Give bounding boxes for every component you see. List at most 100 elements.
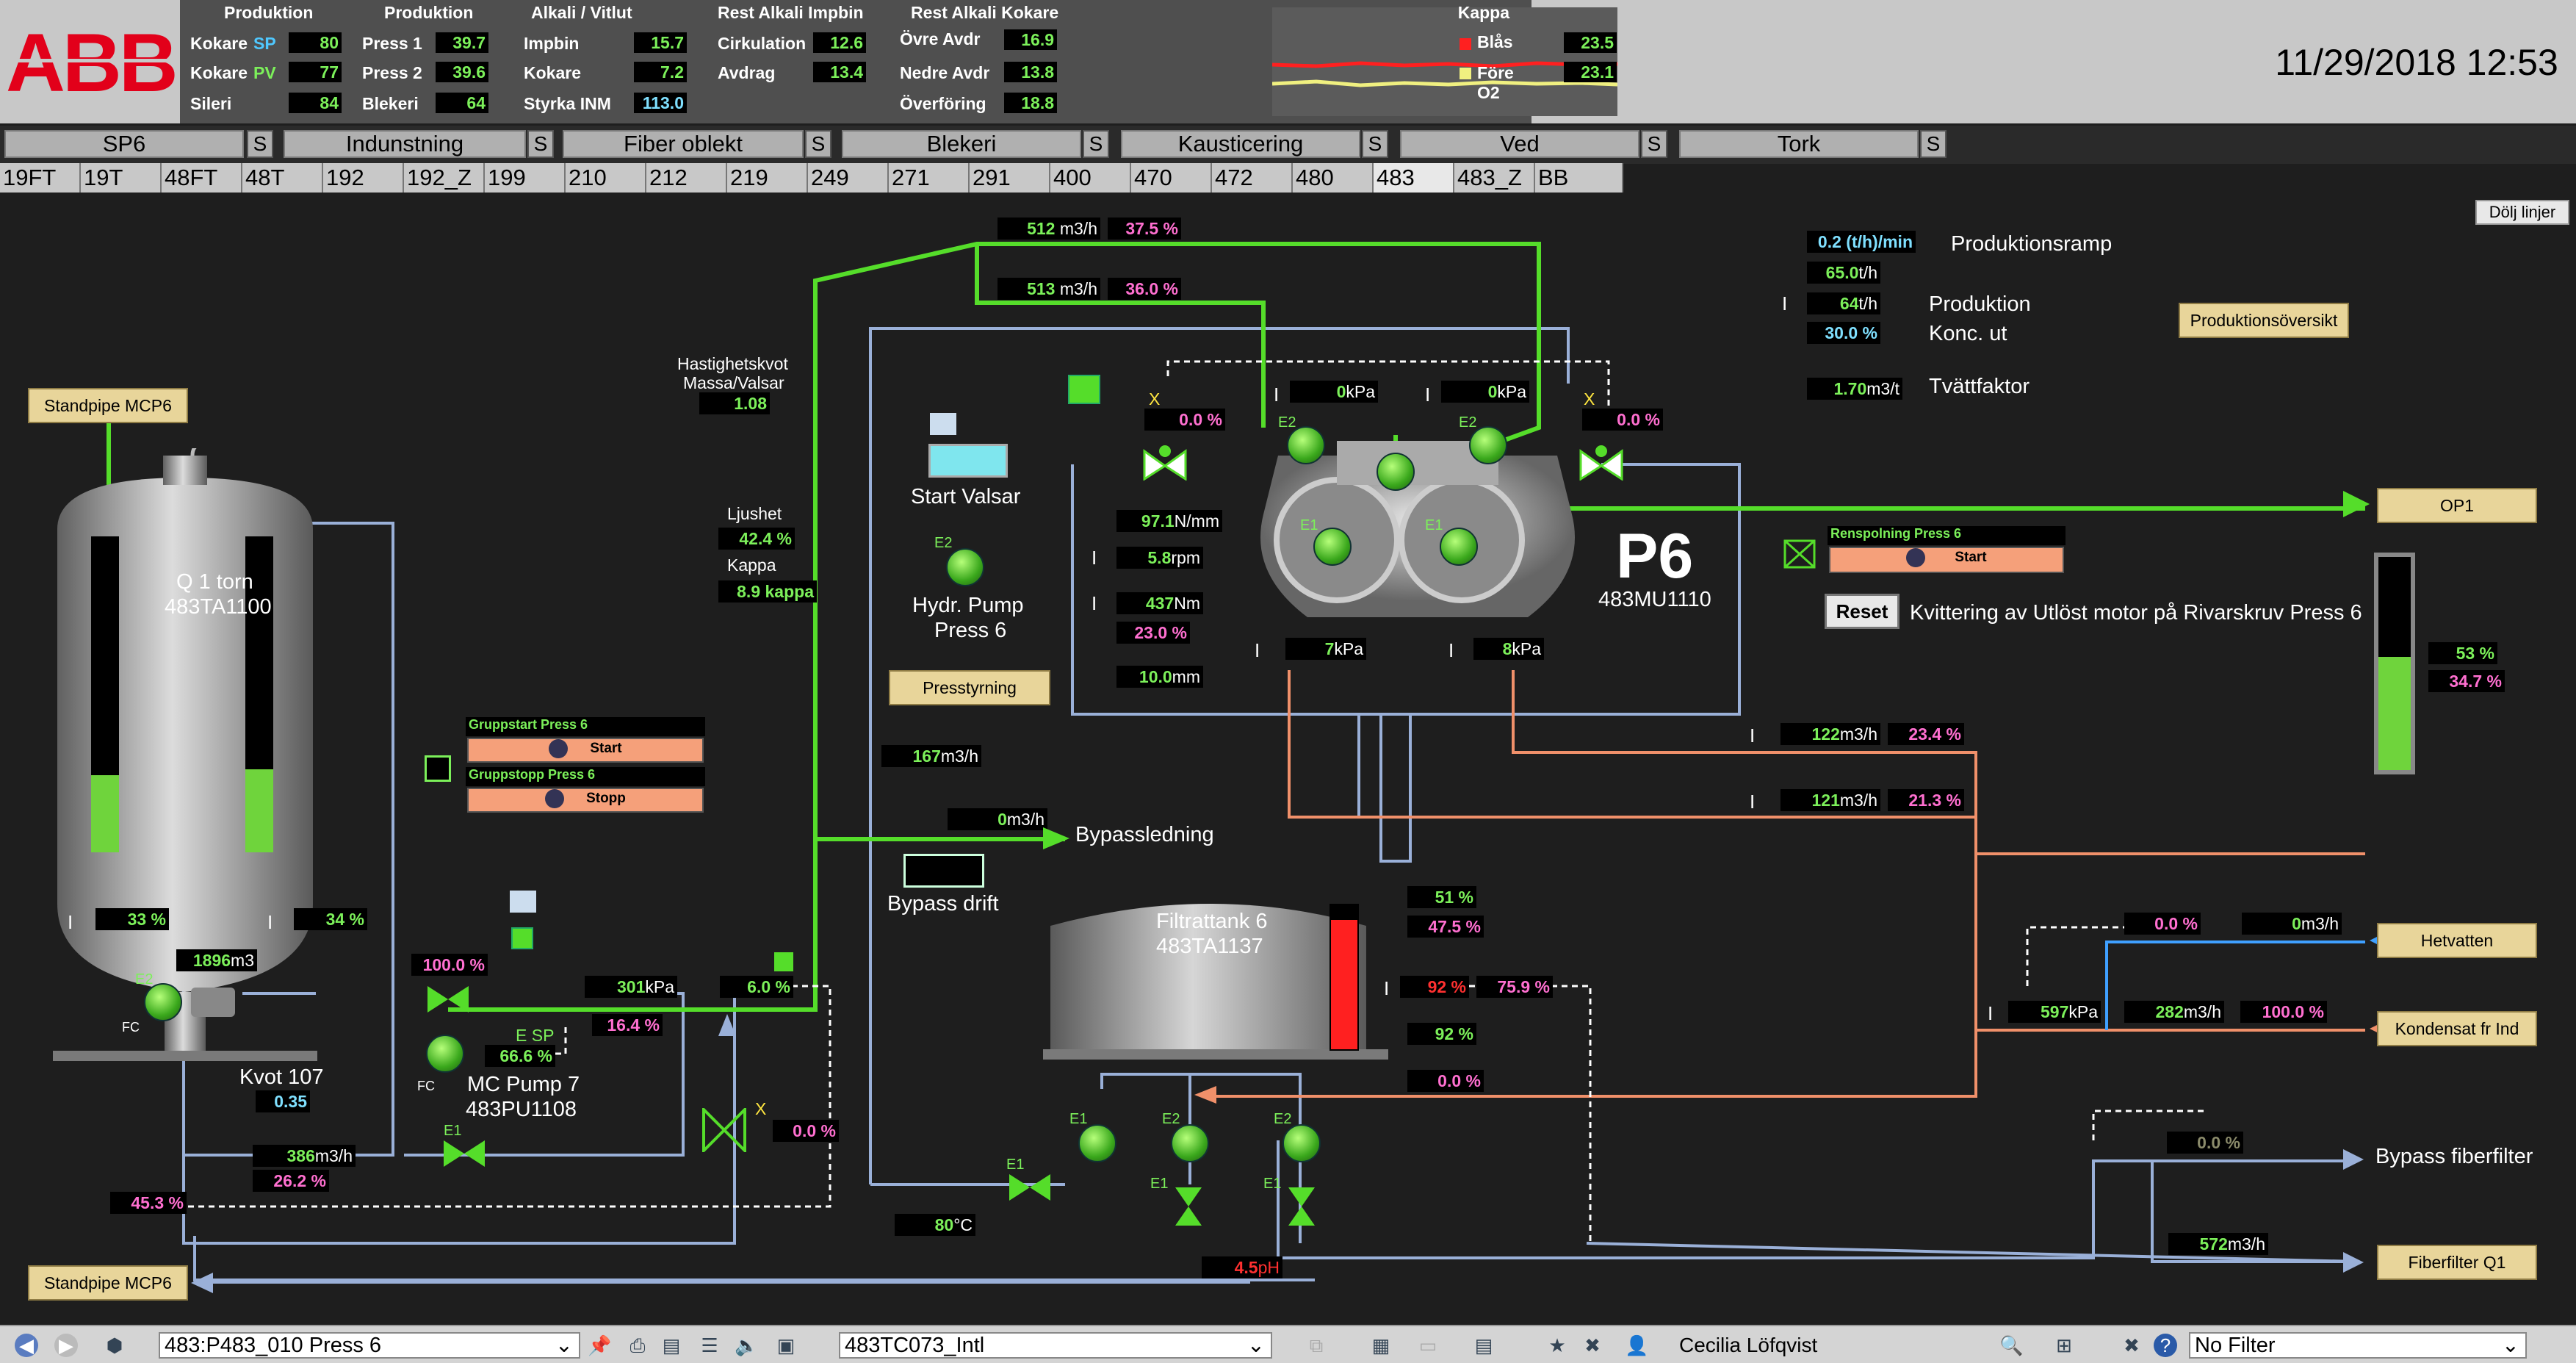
controller-icon[interactable] [510,891,536,913]
filter-selector[interactable]: No Filter⌄ [2189,1332,2527,1359]
bypass-drift-indicator[interactable] [903,854,984,888]
chart-icon[interactable]: ▭ [1418,1334,1437,1356]
nav-fiber-oblekt[interactable]: Fiber oblekt [563,130,804,158]
hydr-pump-icon[interactable] [946,548,984,586]
press-pump-e2-right[interactable] [1469,426,1507,464]
list-icon[interactable]: ☰ [701,1334,718,1356]
production-overview-button[interactable]: Produktionsöversikt [2179,303,2349,338]
hide-lines-button[interactable]: Dölj linjer [2475,200,2569,225]
valve-left-icon[interactable] [1143,444,1187,481]
filtrat-pump-3[interactable] [1282,1124,1321,1162]
nav-indunstning-s[interactable]: S [527,130,554,158]
nav-ved-s[interactable]: S [1641,130,1667,158]
tab[interactable]: 400 [1050,163,1131,193]
agitator-motor[interactable] [191,988,235,1017]
filtrattank-6[interactable] [1043,882,1388,1065]
valve-icon[interactable] [1008,1173,1052,1202]
tool-icon[interactable]: ⧉ [1309,1334,1324,1356]
valve-icon[interactable] [1287,1186,1316,1227]
nav-indunstning[interactable]: Indunstning [284,130,526,158]
tab[interactable]: 470 [1131,163,1212,193]
status-indicator[interactable] [511,927,533,949]
presstyrning-button[interactable]: Presstyrning [889,670,1050,705]
hetvatten-button[interactable]: Hetvatten [2377,923,2537,958]
press-roll-motor-right[interactable] [1440,528,1478,566]
tower-pump[interactable] [144,983,182,1021]
op1-button[interactable]: OP1 [2377,488,2537,523]
valve-right-icon[interactable] [1579,444,1623,481]
search-icon[interactable]: 🔍 [1999,1334,2024,1356]
nav-tork-s[interactable]: S [1920,130,1947,158]
star-icon[interactable]: ★ [1548,1334,1566,1356]
tab[interactable]: 48T [242,163,323,193]
tab[interactable]: 480 [1293,163,1374,193]
close-window-icon[interactable]: ✖ [1584,1334,1601,1356]
group-start-button[interactable]: Start [467,738,704,763]
filter-toggle-icon[interactable]: ⊞ [2056,1334,2072,1356]
tab-active[interactable]: 483 [1374,163,1454,193]
filtrat-pump-1[interactable] [1078,1124,1116,1162]
status-indicator[interactable] [774,952,793,971]
aspect-icon[interactable]: ▣ [776,1334,795,1356]
mc-valve-icon[interactable] [426,985,470,1014]
nav-sp6[interactable]: SP6 [4,130,244,158]
renspolning-start-button[interactable]: Start [1829,547,2064,573]
forward-icon[interactable]: ▶ [54,1334,78,1357]
valve-indicator-icon[interactable] [1783,539,1816,569]
pin-icon[interactable]: 📌 [588,1334,612,1356]
tab[interactable]: 291 [970,163,1050,193]
group-stop-button[interactable]: Stopp [467,788,704,813]
mc-pump-icon[interactable] [426,1035,464,1073]
nav-kausticering-s[interactable]: S [1362,130,1388,158]
tab[interactable]: 219 [727,163,808,193]
tab[interactable]: 199 [485,163,566,193]
nav-blekeri[interactable]: Blekeri [842,130,1081,158]
table-icon[interactable]: ▦ [1371,1334,1390,1356]
sound-icon[interactable]: 🔈 [735,1334,759,1356]
control-valve-icon[interactable] [702,1108,746,1152]
print-icon[interactable]: ⎙ [629,1334,646,1356]
tab[interactable]: 483_Z [1454,163,1535,193]
tab[interactable]: 19T [81,163,162,193]
tab[interactable]: 249 [808,163,889,193]
filtrat-pump-2[interactable] [1171,1124,1209,1162]
loop-selector[interactable]: 483:P483_010 Press 6⌄ [159,1332,580,1359]
back-icon[interactable]: ◀ [15,1334,38,1357]
tab[interactable]: 19FT [0,163,81,193]
press-pump-e2-left[interactable] [1287,426,1325,464]
tab[interactable]: BB [1535,163,1623,193]
kondensat-button[interactable]: Kondensat fr Ind [2377,1011,2537,1046]
nav-tork[interactable]: Tork [1679,130,1919,158]
preview-icon[interactable]: ▤ [662,1334,681,1356]
tab[interactable]: 472 [1212,163,1293,193]
object-icon[interactable]: ⬢ [106,1334,123,1356]
tab[interactable]: 192 [323,163,404,193]
clear-filter-icon[interactable]: ✖ [2124,1334,2140,1356]
status-indicator[interactable] [1068,375,1100,404]
status-box[interactable] [425,755,451,782]
help-icon[interactable]: ? [2154,1334,2177,1357]
q1-tower[interactable] [53,448,391,1065]
layout-icon[interactable]: ▤ [1474,1334,1493,1356]
tab[interactable]: 271 [889,163,970,193]
user-icon[interactable]: 👤 [1625,1334,1649,1356]
controller-icon[interactable] [930,413,956,435]
tab[interactable]: 48FT [162,163,242,193]
nav-sp6-s[interactable]: S [247,130,273,158]
nav-blekeri-s[interactable]: S [1083,130,1109,158]
press-roll-motor-left[interactable] [1313,528,1352,566]
valve-e1-icon[interactable] [442,1139,486,1168]
standpipe-mcp6-top-button[interactable]: Standpipe MCP6 [28,388,188,423]
tab[interactable]: 192_Z [404,163,485,193]
press-pump-center[interactable] [1377,453,1415,491]
reset-button[interactable]: Reset [1825,594,1899,629]
valve-icon[interactable] [1174,1186,1203,1227]
tab[interactable]: 210 [566,163,646,193]
fiberfilter-q1-button[interactable]: Fiberfilter Q1 [2377,1245,2537,1280]
standpipe-mcp6-bottom-button[interactable]: Standpipe MCP6 [28,1265,188,1301]
tab[interactable]: 212 [646,163,727,193]
kappa-trend[interactable] [1271,7,1618,116]
nav-fiber-oblekt-s[interactable]: S [805,130,831,158]
nav-kausticering[interactable]: Kausticering [1121,130,1360,158]
start-valsar-indicator[interactable] [928,444,1008,478]
